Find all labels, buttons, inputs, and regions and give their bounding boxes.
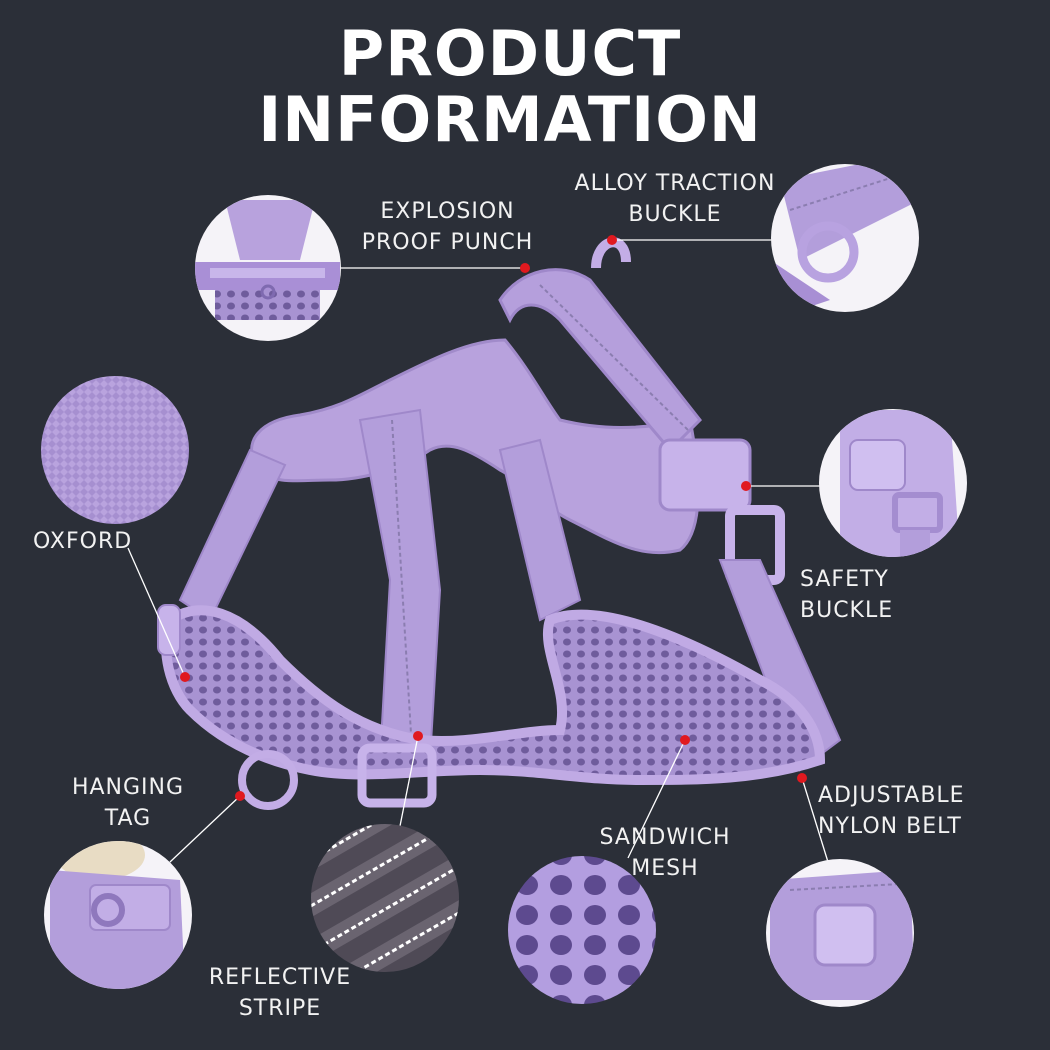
detail-sandwich-mesh — [508, 856, 656, 1004]
callout-sandwich-mesh: SANDWICH MESH — [599, 825, 731, 881]
detail-oxford — [41, 376, 189, 524]
detail-explosion-proof-punch — [195, 195, 341, 341]
detail-reflective-stripe — [311, 824, 459, 972]
callout-safety-buckle: SAFETY BUCKLE — [800, 567, 894, 623]
detail-safety-buckle — [819, 409, 967, 557]
page-title-line1: PRODUCT — [338, 17, 682, 90]
leader-lines — [127, 239, 829, 863]
page-title-line2: INFORMATION — [258, 83, 762, 156]
detail-adjustable-nylon-belt — [766, 859, 914, 1007]
callout-alloy-traction-buckle: ALLOY TRACTION BUCKLE — [574, 171, 776, 227]
marker-dots — [180, 235, 807, 801]
callout-oxford: OXFORD — [33, 529, 133, 554]
callout-hanging-tag: HANGING TAG — [71, 775, 185, 831]
detail-alloy-traction-buckle — [771, 164, 919, 312]
callout-adjustable-nylon-belt: ADJUSTABLE NYLON BELT — [818, 783, 965, 839]
callout-reflective-stripe: REFLECTIVE STRIPE — [208, 965, 352, 1021]
harness-body — [157, 237, 842, 810]
detail-hanging-tag — [44, 841, 192, 989]
callout-explosion-proof-punch: EXPLOSION PROOF PUNCH — [361, 199, 534, 255]
